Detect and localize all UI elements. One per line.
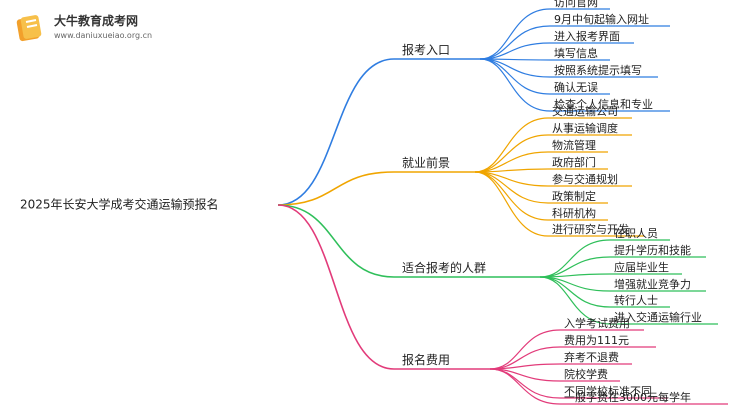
leaf-label: 进入报考界面 [554,29,620,43]
branch-3: 适合报考的人群 在职人员提升学历和技能应届毕业生增强就业竞争力转行人士进入交通运输… [277,204,718,325]
leaf-label: 增强就业竞争力 [614,277,691,291]
branch-label: 报考入口 [402,42,450,57]
leaf-label: 政府部门 [552,155,596,169]
leaf-label: 进行研究与开发 [552,222,629,236]
leaf-label: 确认无误 [554,81,598,94]
leaf-connector [539,239,611,278]
leaf-label: 费用为111元 [564,334,629,347]
leaf-connector [479,25,551,60]
leaf-label: 参与交通规划 [552,172,618,186]
branch-connector [277,204,395,278]
leaf-connector [539,276,611,308]
root-node-label: 2025年长安大学成考交通运输预报名 [20,197,219,212]
logo-title: 大牛教育成考网 [54,14,139,28]
leaf-label: 访问官网 [554,0,598,9]
leaf-label: 填写信息 [554,46,598,60]
logo: 大牛教育成考网 www.daniuxueiao.org.cn [12,8,162,48]
leaf-connector [479,58,551,112]
leaf-label: 检查个人信息和专业 [554,97,653,111]
leaf-label: 不同学校标准不同 [564,384,652,398]
leaf-connector [474,171,549,237]
logo-book-icon [16,15,42,42]
leaf-label: 政策制定 [552,189,596,203]
leaf-label: 入学考试费用 [564,316,630,330]
leaf-connector [474,134,549,173]
leaf-label: 进入交通运输行业 [614,310,702,324]
leaf-connector [539,276,611,325]
leaf-connector [489,368,561,399]
branch-label: 就业前景 [402,155,450,170]
leaf-label: 一般学费在3000元每学年 [564,390,691,404]
branch-4: 报名费用 入学考试费用费用为111元弃考不退费院校学费不同学校标准不同一般学费在3… [277,204,728,405]
branch-connector [277,171,395,206]
leaf-label: 应届毕业生 [614,260,669,274]
branch-2: 就业前景 交通运输公司从事运输调度物流管理政府部门参与交通规划政策制定科研机构进行… [277,104,644,237]
leaf-label: 按照系统提示填写 [554,63,642,77]
leaf-label: 提升学历和技能 [614,243,691,257]
leaf-connector [474,171,549,221]
leaf-label: 院校学费 [564,367,608,381]
branch-connector [277,204,395,370]
leaf-label: 9月中旬起输入网址 [554,12,649,26]
leaf-label: 科研机构 [552,206,596,220]
leaf-connector [474,117,549,173]
leaf-label: 从事运输调度 [552,121,618,135]
leaf-connector [474,171,549,204]
leaf-connector [489,329,561,370]
logo-url: www.daniuxueiao.org.cn [54,31,153,40]
branch-label: 报名费用 [402,352,450,367]
leaf-label: 弃考不退费 [564,350,619,364]
leaf-label: 转行人士 [614,293,658,307]
leaf-connector [479,8,551,60]
leaf-connector [489,368,561,405]
branch-label: 适合报考的人群 [402,260,486,275]
leaf-label: 交通运输公司 [552,104,618,118]
branch-connector [277,58,395,206]
leaf-label: 物流管理 [552,138,596,152]
branch-1: 报考入口 访问官网 9月中旬起输入网址进入报考界面填写信息按照系统提示填写确认无误检… [277,0,670,206]
leaf-label: 在职人员 [614,227,658,240]
